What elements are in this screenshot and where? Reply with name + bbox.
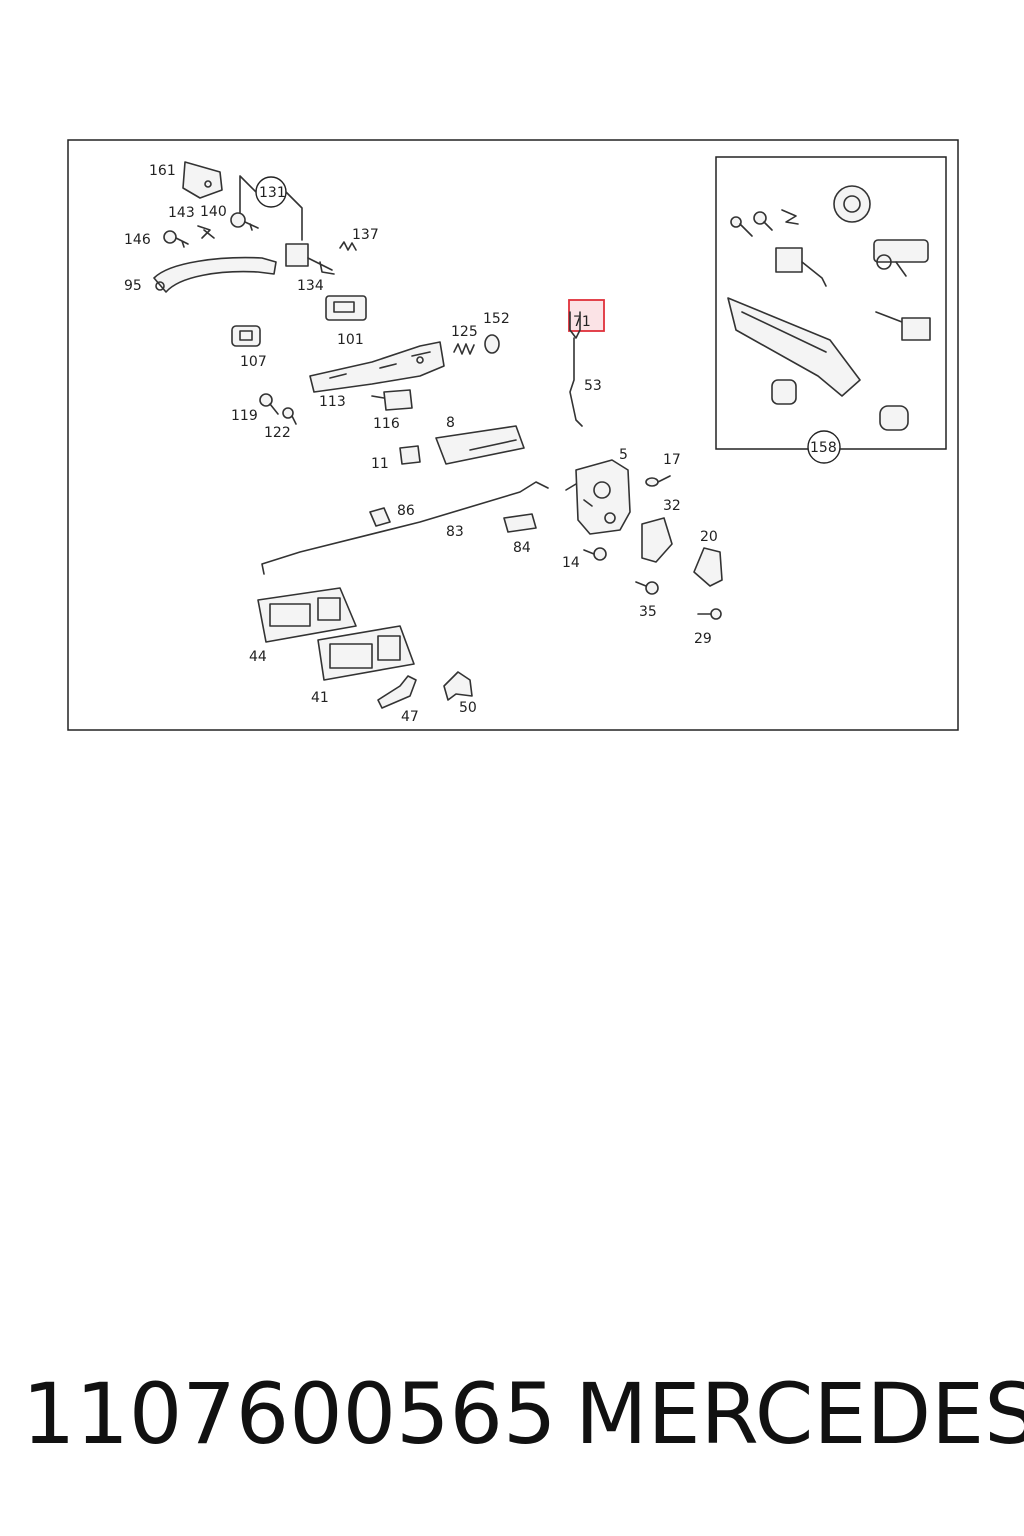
label-84: 84 xyxy=(513,540,531,556)
part-95-handle xyxy=(153,256,277,293)
label-53: 53 xyxy=(584,378,602,394)
part-134-lock xyxy=(285,243,335,275)
part-86-clip xyxy=(369,507,391,527)
label-47: 47 xyxy=(401,709,419,725)
inset-lock-unit xyxy=(775,247,827,287)
label-86: 86 xyxy=(397,503,415,519)
label-35: 35 xyxy=(639,604,657,620)
label-119: 119 xyxy=(231,408,258,424)
label-143: 143 xyxy=(168,205,195,221)
label-161: 161 xyxy=(149,163,176,179)
part-11-clip xyxy=(399,445,421,465)
inset-trim-strip xyxy=(727,297,861,397)
label-125: 125 xyxy=(451,324,478,340)
label-29: 29 xyxy=(694,631,712,647)
highlight-71 xyxy=(568,299,605,332)
label-107: 107 xyxy=(240,354,267,370)
label-134: 134 xyxy=(297,278,324,294)
part-137-spring xyxy=(339,241,357,251)
label-137: 137 xyxy=(352,227,379,243)
part-152-washer xyxy=(484,334,500,354)
label-5: 5 xyxy=(619,447,628,463)
footer: 1107600565 MERCEDES xyxy=(0,1365,1024,1475)
label-44: 44 xyxy=(249,649,267,665)
part-5-lock xyxy=(565,459,631,535)
label-122: 122 xyxy=(264,425,291,441)
part-29-screw xyxy=(697,608,722,620)
label-8: 8 xyxy=(446,415,455,431)
label-11: 11 xyxy=(371,456,389,472)
part-101-cover xyxy=(325,295,367,321)
label-50: 50 xyxy=(459,700,477,716)
label-101: 101 xyxy=(337,332,364,348)
part-84-clip xyxy=(503,513,537,533)
part-8-trim xyxy=(435,425,525,465)
label-131: 131 xyxy=(259,185,286,201)
inset-bracket xyxy=(875,311,931,341)
part-161-plate xyxy=(182,161,223,199)
part-83-rod xyxy=(261,481,549,575)
part-number: 1107600565 xyxy=(22,1365,557,1463)
brand-name: MERCEDES xyxy=(575,1365,1024,1463)
label-146: 146 xyxy=(124,232,151,248)
part-50-cover xyxy=(443,671,473,701)
part-14-screw xyxy=(583,547,607,561)
inset-keys xyxy=(730,209,799,237)
label-14: 14 xyxy=(562,555,580,571)
label-17: 17 xyxy=(663,452,681,468)
part-146-key xyxy=(163,230,189,248)
part-53-rod xyxy=(569,337,583,427)
parts-diagram: 161 131 143 140 146 137 95 134 101 107 xyxy=(67,139,959,731)
label-41: 41 xyxy=(311,690,329,706)
part-143-key xyxy=(197,225,215,239)
part-122-screw xyxy=(282,407,297,425)
label-95: 95 xyxy=(124,278,142,294)
callout-158 xyxy=(807,430,841,464)
inset-grommet-a xyxy=(771,379,797,405)
part-125-spring xyxy=(453,343,475,355)
inset-grommet-b xyxy=(879,405,909,431)
part-44-bezel xyxy=(257,587,357,643)
label-32: 32 xyxy=(663,498,681,514)
label-83: 83 xyxy=(446,524,464,540)
part-107-clip xyxy=(231,325,261,347)
part-20-striker xyxy=(693,547,723,587)
part-41-bezel xyxy=(317,625,415,681)
part-140-key xyxy=(230,212,259,231)
inset-cylinder-barrel xyxy=(873,239,929,277)
label-140: 140 xyxy=(200,204,227,220)
label-113: 113 xyxy=(319,394,346,410)
part-35-screw xyxy=(635,581,659,595)
inset-frame xyxy=(715,156,947,450)
label-158: 158 xyxy=(810,440,837,456)
part-32-cover xyxy=(641,517,673,563)
label-152: 152 xyxy=(483,311,510,327)
inset-lock-cylinder xyxy=(833,185,871,223)
label-71: 71 xyxy=(573,314,591,330)
part-17-screw xyxy=(645,475,671,487)
part-113-carrier xyxy=(309,341,445,393)
part-116-bracket xyxy=(371,389,413,411)
label-20: 20 xyxy=(700,529,718,545)
label-116: 116 xyxy=(373,416,400,432)
part-47-handle xyxy=(377,675,417,709)
part-71-knob xyxy=(569,311,581,339)
part-119-screw xyxy=(259,393,279,415)
